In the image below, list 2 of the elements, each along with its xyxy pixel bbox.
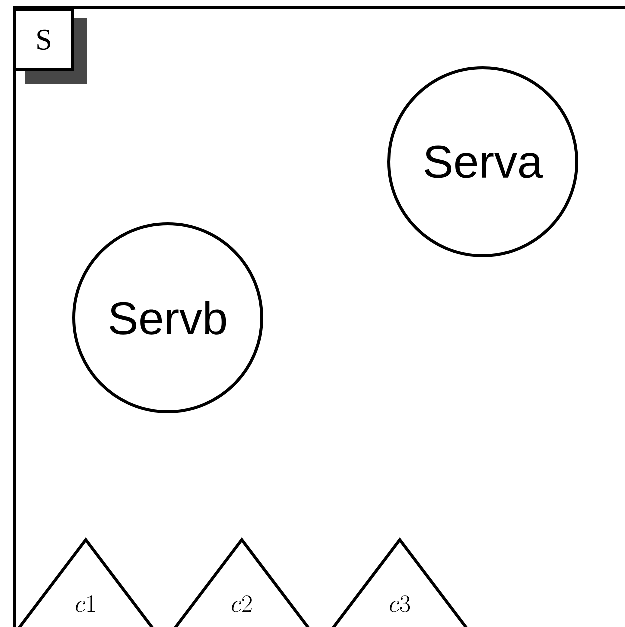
frame <box>14 6 625 627</box>
title-tab: S <box>14 8 87 84</box>
